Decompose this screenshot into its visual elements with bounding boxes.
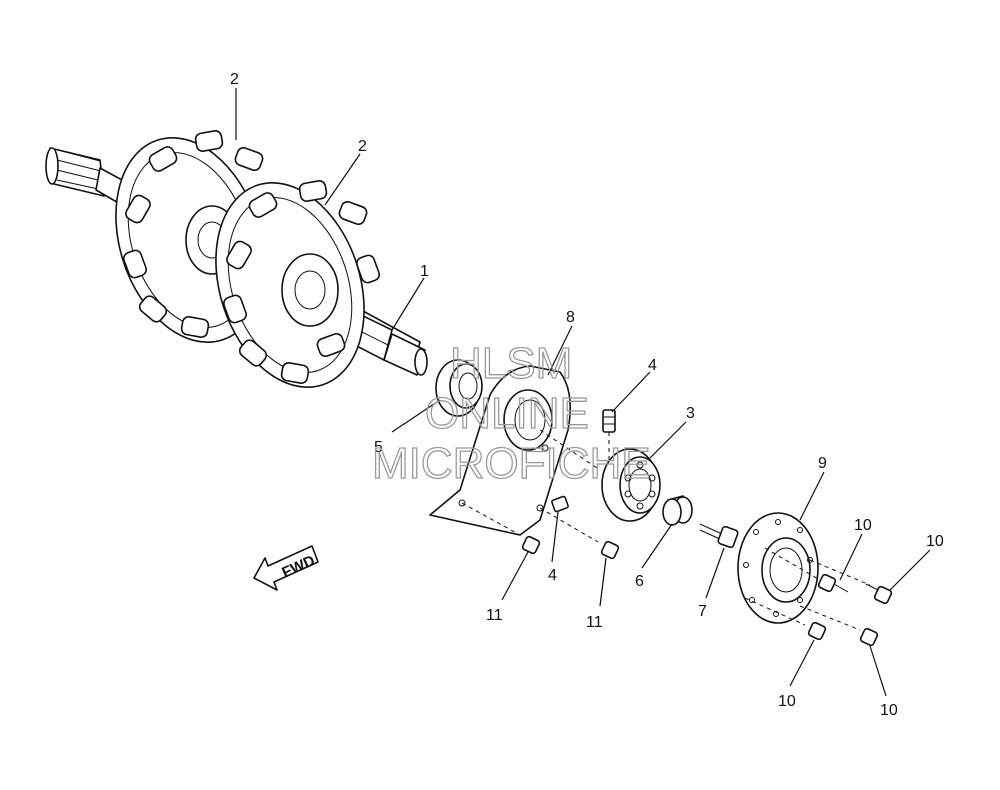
callout-9: 9	[818, 455, 827, 472]
callout-8: 8	[566, 309, 575, 326]
bolt-10-upper-right	[809, 559, 893, 605]
callout-7: 7	[698, 603, 707, 620]
callout-10d: 10	[880, 702, 898, 719]
callout-3: 3	[686, 405, 695, 422]
callout-5: 5	[374, 439, 383, 456]
ball-bearing	[601, 448, 661, 522]
bolt-7	[699, 523, 739, 549]
callout-10c: 10	[778, 693, 796, 710]
bolt-11-right	[539, 507, 620, 560]
watermark-line-1: HLSM	[450, 339, 572, 388]
fwd-arrow: FWD	[253, 545, 319, 591]
bearing-housing-plate	[429, 365, 571, 536]
oil-seal	[435, 359, 483, 417]
bolt-10-lower-right	[799, 605, 879, 647]
grease-nipple-top	[602, 409, 616, 433]
watermark-line-2: ONLINE	[425, 389, 589, 438]
bearing-cover	[737, 512, 819, 624]
callout-numbers: 1 2 2 3 4 4 5 6 7 8 9 10 10 10 10 11 11	[230, 71, 944, 719]
bolt-11-left	[461, 502, 541, 555]
callout-11a: 11	[486, 607, 503, 624]
leader-lines	[235, 88, 931, 697]
watermark: HLSM ONLINE MICROFICHE	[371, 338, 651, 488]
watermark-line-3: MICROFICHE	[372, 439, 651, 488]
callout-6: 6	[635, 573, 644, 590]
callout-1: 1	[420, 263, 429, 280]
callout-2a: 2	[230, 71, 239, 88]
collar-spacer	[662, 495, 693, 526]
callout-2b: 2	[358, 138, 367, 155]
sprocket-wheel-front	[215, 180, 381, 388]
callout-11b: 11	[586, 614, 603, 631]
bolt-10-lower-left	[744, 597, 827, 641]
grease-nipple-lower	[551, 495, 569, 513]
callout-10a: 10	[854, 517, 872, 534]
callout-4b: 4	[548, 567, 557, 584]
fwd-label: FWD	[279, 552, 317, 581]
callout-4a: 4	[648, 357, 657, 374]
bolt-10-upper-left	[764, 547, 849, 593]
callout-10b: 10	[926, 533, 944, 550]
